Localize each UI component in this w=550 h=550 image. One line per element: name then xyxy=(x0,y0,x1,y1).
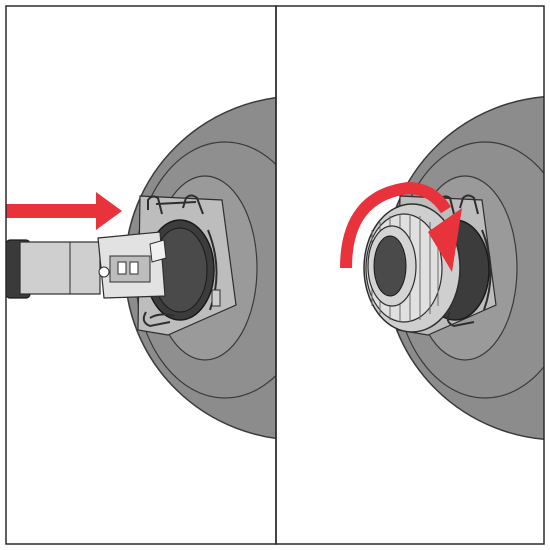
right-panel-border xyxy=(275,5,545,545)
panel-insert xyxy=(6,96,276,440)
bottom-retaining-clip-2 xyxy=(446,311,475,328)
top-retaining-clip xyxy=(147,194,204,215)
panel-frames xyxy=(5,5,545,545)
led-bulb-inserting xyxy=(6,231,167,299)
insert-arrow xyxy=(6,192,122,230)
panel-rotate xyxy=(340,96,544,440)
bottom-retaining-clip xyxy=(142,311,176,328)
rotate-arrow xyxy=(340,181,462,272)
